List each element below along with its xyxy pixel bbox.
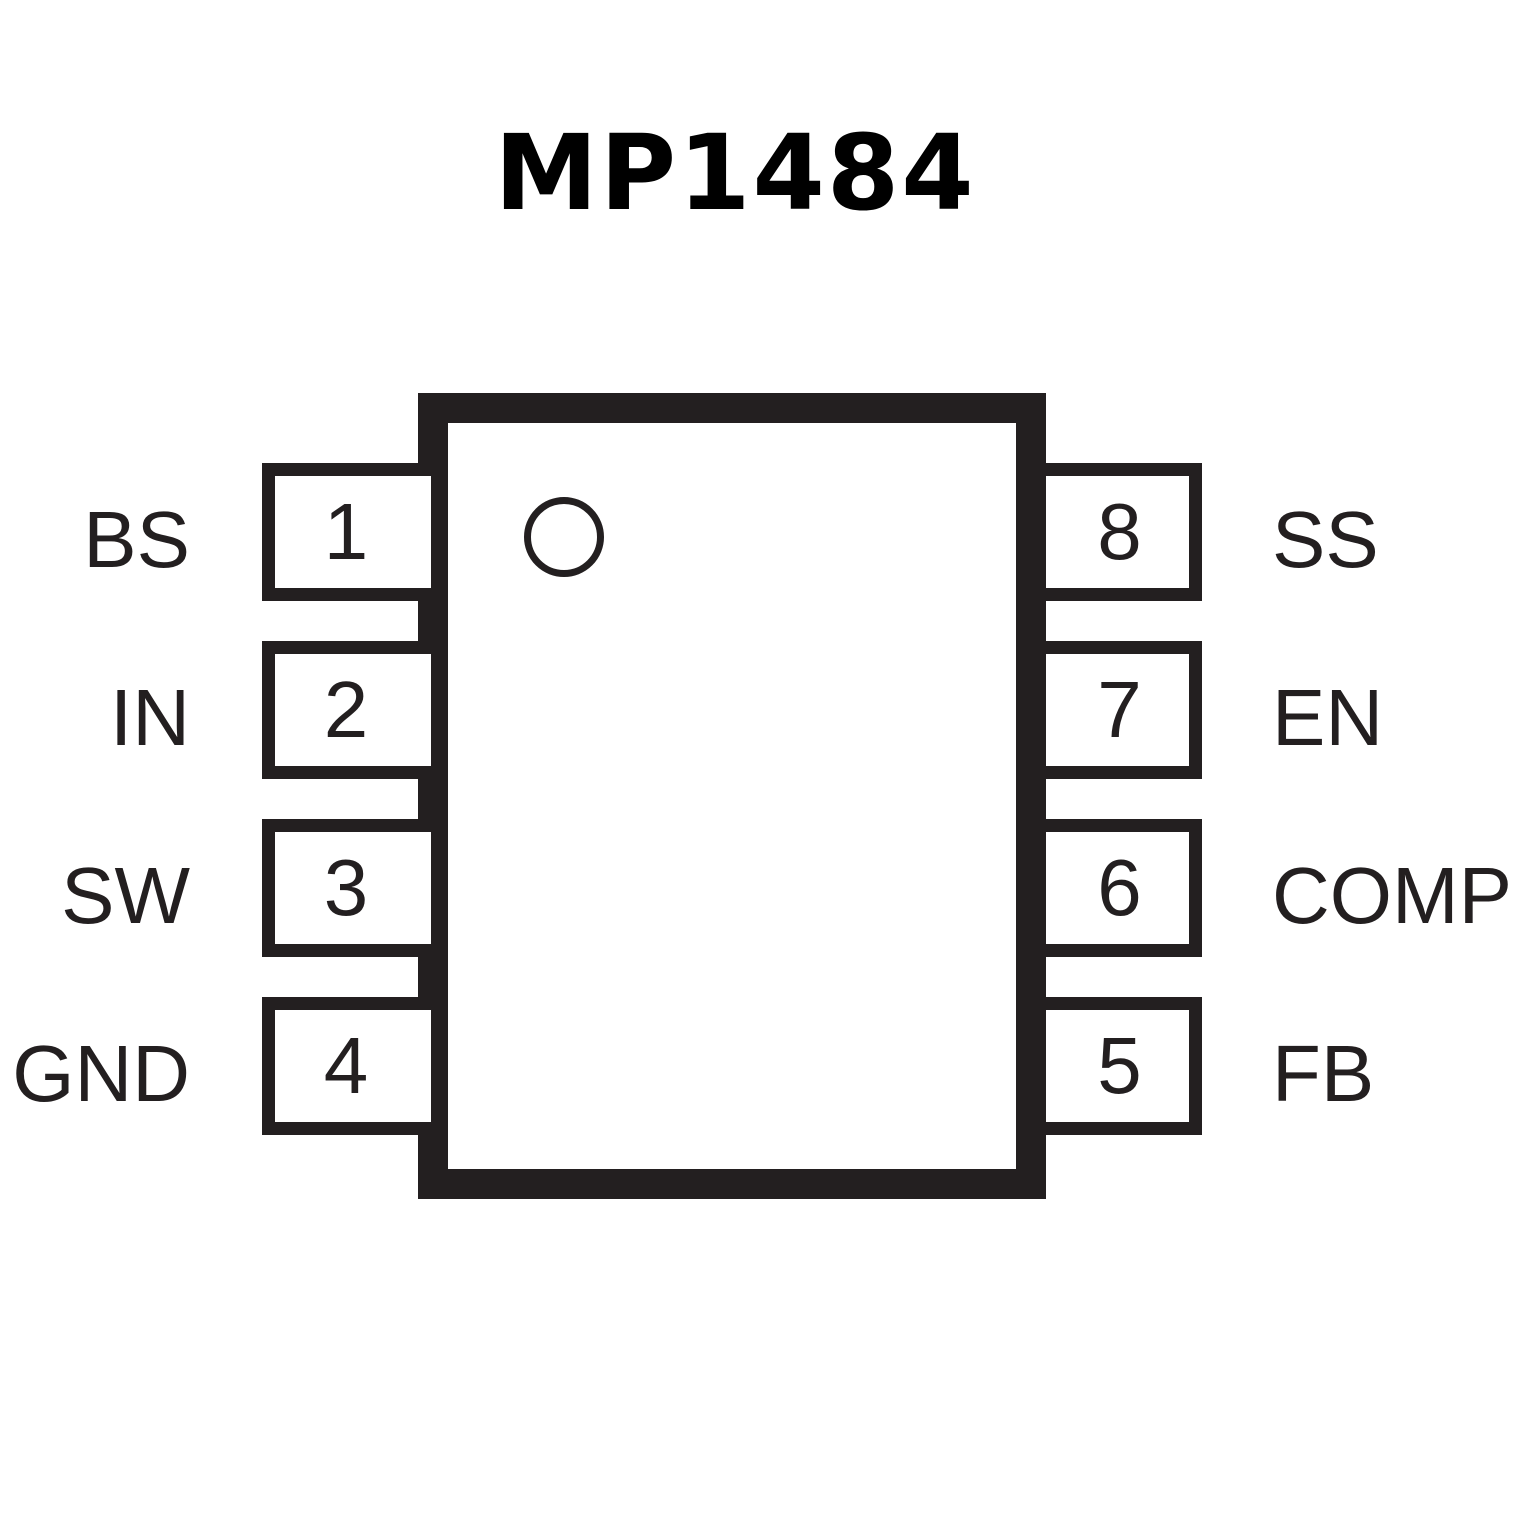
pin-number: 6 <box>1097 843 1142 932</box>
pin-number: 8 <box>1097 487 1142 576</box>
pin-number: 4 <box>323 1021 369 1110</box>
pin1-marker-icon <box>524 497 604 577</box>
chip-title: MP1484 <box>494 112 976 234</box>
pin-number: 5 <box>1097 1021 1142 1110</box>
pin-6: 6 <box>1046 819 1202 957</box>
pin-label-in: IN <box>110 673 190 762</box>
pin-label-fb: FB <box>1272 1029 1375 1118</box>
pin-number: 2 <box>323 665 369 754</box>
pin-5: 5 <box>1046 997 1202 1135</box>
pin-2: 2 <box>262 641 431 779</box>
pin-label-en: EN <box>1272 673 1384 762</box>
pin-label-ss: SS <box>1272 495 1379 584</box>
chip-package-body <box>418 393 1046 1199</box>
pin-label-comp: COMP <box>1272 851 1512 940</box>
pin-1: 1 <box>262 463 431 601</box>
pin-number: 7 <box>1097 665 1142 754</box>
pin-3: 3 <box>262 819 431 957</box>
pin-8: 8 <box>1046 463 1202 601</box>
pin-4: 4 <box>262 997 431 1135</box>
pin-label-gnd: GND <box>12 1029 190 1118</box>
pin-number: 3 <box>323 843 369 932</box>
pin-label-sw: SW <box>61 851 190 940</box>
pin-7: 7 <box>1046 641 1202 779</box>
pin-number: 1 <box>323 487 369 576</box>
pin-label-bs: BS <box>83 495 190 584</box>
